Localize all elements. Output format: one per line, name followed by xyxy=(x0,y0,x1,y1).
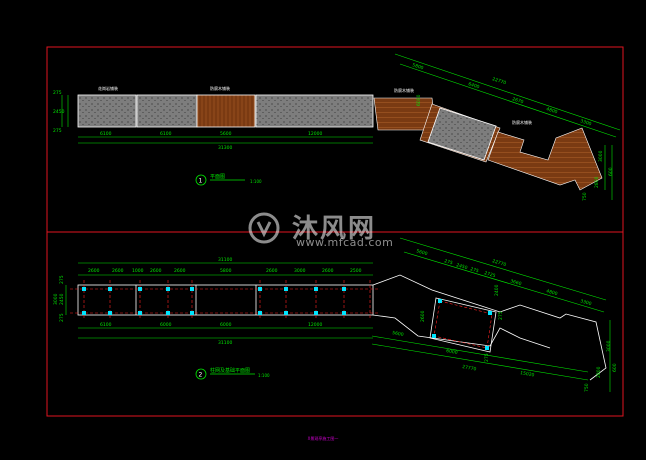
column-markers xyxy=(82,287,492,350)
dim-2-side-e: 750 xyxy=(584,383,590,392)
drawing-title-1: 1 平面图 1:100 xyxy=(195,174,262,186)
dim-2-top-d: 2600 xyxy=(150,268,162,274)
drawing-scale-2: 1:100 xyxy=(258,373,270,378)
dim-2-left-c: 275 xyxy=(59,313,65,322)
dim-2-lower-total: 27770 xyxy=(462,364,477,372)
dim-1-top-3: 5600 xyxy=(220,131,232,137)
dim-2-lower-c: 15020 xyxy=(520,370,535,378)
dim-1-diag-b: 6400 xyxy=(467,81,480,90)
dim-1-diag-d: 4800 xyxy=(545,106,558,115)
dim-2-side-b: 2400 xyxy=(494,284,500,296)
sheet-frame xyxy=(46,46,624,417)
dim-1-left-c: 275 xyxy=(53,128,62,134)
dim-1-diag-e: 3300 xyxy=(579,118,592,127)
dim-2-top-h: 3000 xyxy=(294,268,306,274)
label-wood-deck-left: 防腐木铺装 xyxy=(210,85,230,91)
dim-2-diag-e: 2725 xyxy=(483,270,496,279)
drawing-title-2: 2 柱网及基础平面图 1:100 xyxy=(195,367,270,380)
dim-2-inner-b: 275 xyxy=(498,311,504,320)
dim-1-diag-a: 5800 xyxy=(411,62,424,71)
dim-1-top-1: 6100 xyxy=(100,131,112,137)
dim-2-bottom-d: 12000 xyxy=(308,322,322,328)
dim-2-top-f: 5800 xyxy=(220,268,232,274)
dim-2-diag-f: 3660 xyxy=(509,278,522,287)
dim-1-top-4: 12000 xyxy=(308,131,322,137)
wood-deck-area-4 xyxy=(487,127,603,191)
dim-2-diag-b: 275 xyxy=(443,258,453,266)
dim-2-diag-c: 2450 xyxy=(455,262,468,271)
dim-2-bottom-a: 6100 xyxy=(100,322,112,328)
dim-2-side-a: 3000 xyxy=(606,340,612,352)
dim-2-left-total: 3000 xyxy=(53,293,59,305)
drawing-title-text-1: 平面图 xyxy=(210,174,225,180)
dim-2-top-i: 2600 xyxy=(322,268,334,274)
dimension-lines-2 xyxy=(65,237,611,392)
drawing-number-1: 1 xyxy=(199,178,203,185)
watermark-brand: 沐风网 xyxy=(292,214,377,244)
dim-1-diag-total: 22770 xyxy=(491,76,507,86)
dim-1-left-a: 275 xyxy=(53,90,62,96)
dim-2-left-a: 275 xyxy=(59,275,65,284)
plan-drawing-2 xyxy=(65,237,611,392)
dim-1-left-b: 2450 xyxy=(53,109,65,115)
dim-2-diag-a: 5600 xyxy=(415,248,428,257)
wood-deck-area-1 xyxy=(196,94,256,128)
dim-1-side-a: 3000 xyxy=(598,150,604,162)
dim-1-diag-c: 2670 xyxy=(511,96,524,105)
dim-1-side-c: 600 xyxy=(608,167,614,176)
dim-2-top-a: 2600 xyxy=(88,268,100,274)
drawing-title-text-2: 柱网及基础平面图 xyxy=(210,367,250,374)
dim-2-diag-total: 22770 xyxy=(491,258,507,268)
label-paving-stone: 花岗岩铺装 xyxy=(98,85,118,91)
dimension-lines-1 xyxy=(61,53,621,200)
dim-2-top-j: 2500 xyxy=(350,268,362,274)
label-wood-deck-far: 防腐木铺装 xyxy=(512,119,532,125)
dim-1-side-d: 750 xyxy=(582,192,588,201)
dim-2-total-top: 31100 xyxy=(218,257,232,263)
dim-2-diag-d: 275 xyxy=(469,266,479,274)
dim-2-side-d: 600 xyxy=(612,363,618,372)
dim-2-side-c: 2800 xyxy=(596,366,602,378)
dim-2-inner-a: 2600 xyxy=(420,310,426,322)
dim-1-side-b: 2800 xyxy=(594,176,600,188)
paving-area-2 xyxy=(136,94,198,128)
dim-1-wood: 6000 xyxy=(416,94,422,106)
label-wood-deck-right: 防腐木铺装 xyxy=(394,87,414,93)
dim-2-diag-g: 4800 xyxy=(545,288,558,297)
dim-2-top-b: 2600 xyxy=(112,268,124,274)
watermark-logo-icon xyxy=(248,212,280,244)
dim-2-bottom-c: 6000 xyxy=(220,322,232,328)
plan-drawing-1 xyxy=(61,53,621,200)
dim-1-total: 31300 xyxy=(218,145,232,151)
dim-2-lower-a: 5600 xyxy=(392,330,404,338)
dim-2-lower-b: 6000 xyxy=(446,348,458,356)
paving-area-3 xyxy=(255,94,374,128)
dim-2-inner-c: 275 xyxy=(484,353,490,362)
dim-1-top-2: 6100 xyxy=(160,131,172,137)
dim-2-top-c: 1000 xyxy=(132,268,144,274)
dim-2-diag-h: 3300 xyxy=(579,298,592,307)
paving-area-angled xyxy=(427,107,497,161)
drawing-scale-1: 1:100 xyxy=(250,179,262,184)
dim-2-bottom-total: 31100 xyxy=(218,340,232,346)
dim-2-bottom-b: 6000 xyxy=(160,322,172,328)
watermark-url: www.mfcad.com xyxy=(296,236,394,249)
dim-2-top-g: 2600 xyxy=(266,268,278,274)
dim-2-top-e: 2600 xyxy=(174,268,186,274)
paving-area-1 xyxy=(77,94,137,128)
sheet-caption: X景观亭施工图一 xyxy=(307,436,339,441)
dim-2-left-b: 2450 xyxy=(59,293,65,305)
drawing-number-2: 2 xyxy=(199,372,203,379)
